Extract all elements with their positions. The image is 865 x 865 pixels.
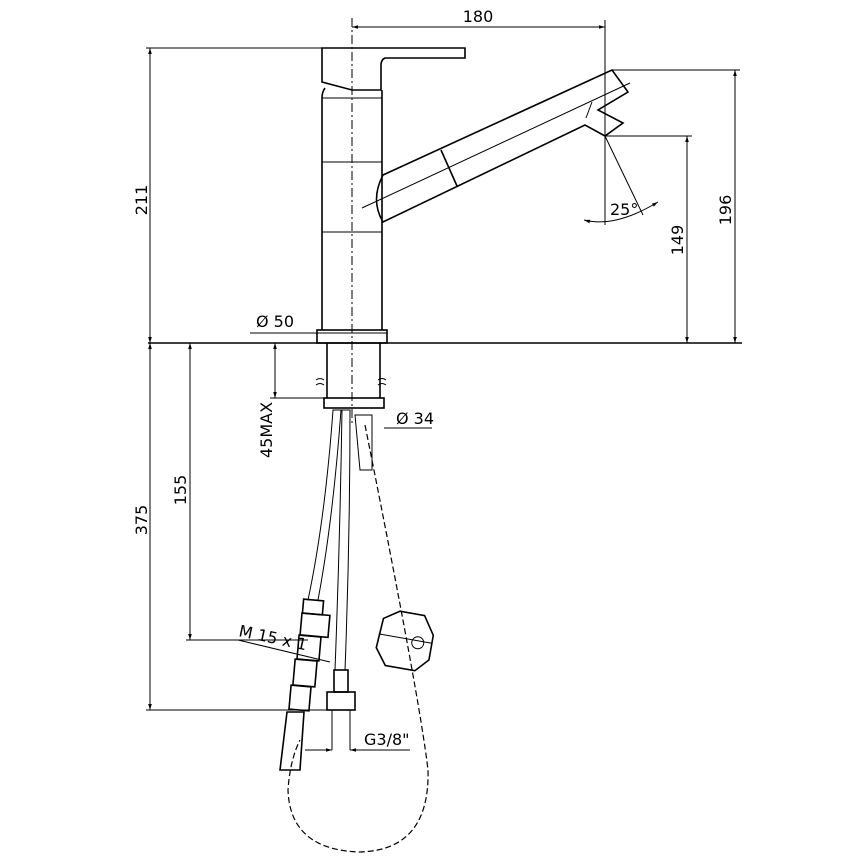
shank-diameter: Ø 34 [396,409,434,428]
base-diameter: Ø 50 [256,312,294,331]
mounting-shank [315,343,387,409]
pull-out-spout [361,68,631,224]
spout-height-dimension: 196 [716,195,735,226]
swivel-angle: 25° [610,200,638,219]
pull-out-hose-path [287,424,429,853]
hose-thread: G3/8" [364,730,410,749]
connector-thread: M 15 x 1 [237,621,309,654]
outlet-height-dimension: 149 [668,225,687,256]
hose-weight [375,610,435,672]
supply-hoses [279,409,373,771]
max-thickness-dimension: 45MAX [257,402,276,458]
connector-length-dimension: 155 [171,475,190,506]
faucet-body [316,47,466,344]
hose-length-dimension: 375 [132,505,151,536]
reach-dimension: 180 [463,7,494,26]
total-height-dimension: 211 [132,185,151,216]
